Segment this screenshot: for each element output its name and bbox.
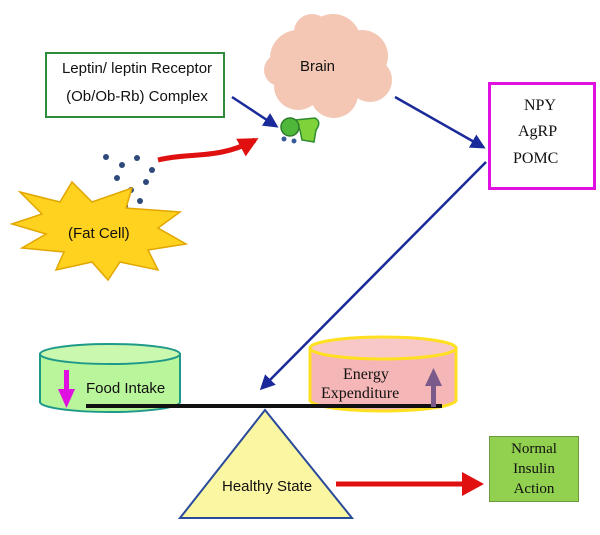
food-intake-label: Food Intake xyxy=(86,380,166,397)
brain-shape xyxy=(264,14,392,118)
fat-cell-label: (Fat Cell) xyxy=(68,225,130,242)
agrp-label: AgRP xyxy=(518,123,558,140)
arrow-fat-to-receptor xyxy=(157,137,259,163)
insulin-label-line1: Normal xyxy=(511,441,557,457)
arrow-brain-to-neuropeptides xyxy=(394,95,486,149)
neuropeptide-box xyxy=(488,82,596,190)
insulin-label-line3: Action xyxy=(513,481,555,497)
receptor-label-line2: (Ob/Ob-Rb) Complex xyxy=(66,88,208,105)
arrow-receptor-to-brain xyxy=(231,95,279,128)
receptor-label-line1: Leptin/ leptin Receptor xyxy=(61,60,213,77)
leptin-receptor-icon xyxy=(280,117,320,144)
energy-label-line1: Energy xyxy=(343,366,389,383)
pomc-label: POMC xyxy=(513,150,559,167)
npy-label: NPY xyxy=(524,97,557,114)
insulin-action-box xyxy=(489,436,579,502)
arrow-to-insulin-action-head xyxy=(462,472,484,496)
food-down-arrow-icon xyxy=(58,370,75,408)
energy-label-line2: Expenditure xyxy=(321,385,400,402)
food-intake-cylinder xyxy=(39,343,181,413)
receptor-complex-box: Leptin/ leptin Receptor (Ob/Ob-Rb) Compl… xyxy=(45,52,225,118)
energy-up-arrow-icon xyxy=(425,368,442,407)
healthy-state-label: Healthy State xyxy=(222,478,313,495)
insulin-label-line2: Insulin xyxy=(513,461,555,477)
fat-cell-shape xyxy=(9,180,189,282)
balance-beam xyxy=(86,404,442,408)
brain-label: Brain xyxy=(300,58,336,75)
healthy-state-fulcrum xyxy=(177,408,355,519)
arrow-neuropeptides-to-balance xyxy=(259,161,487,391)
